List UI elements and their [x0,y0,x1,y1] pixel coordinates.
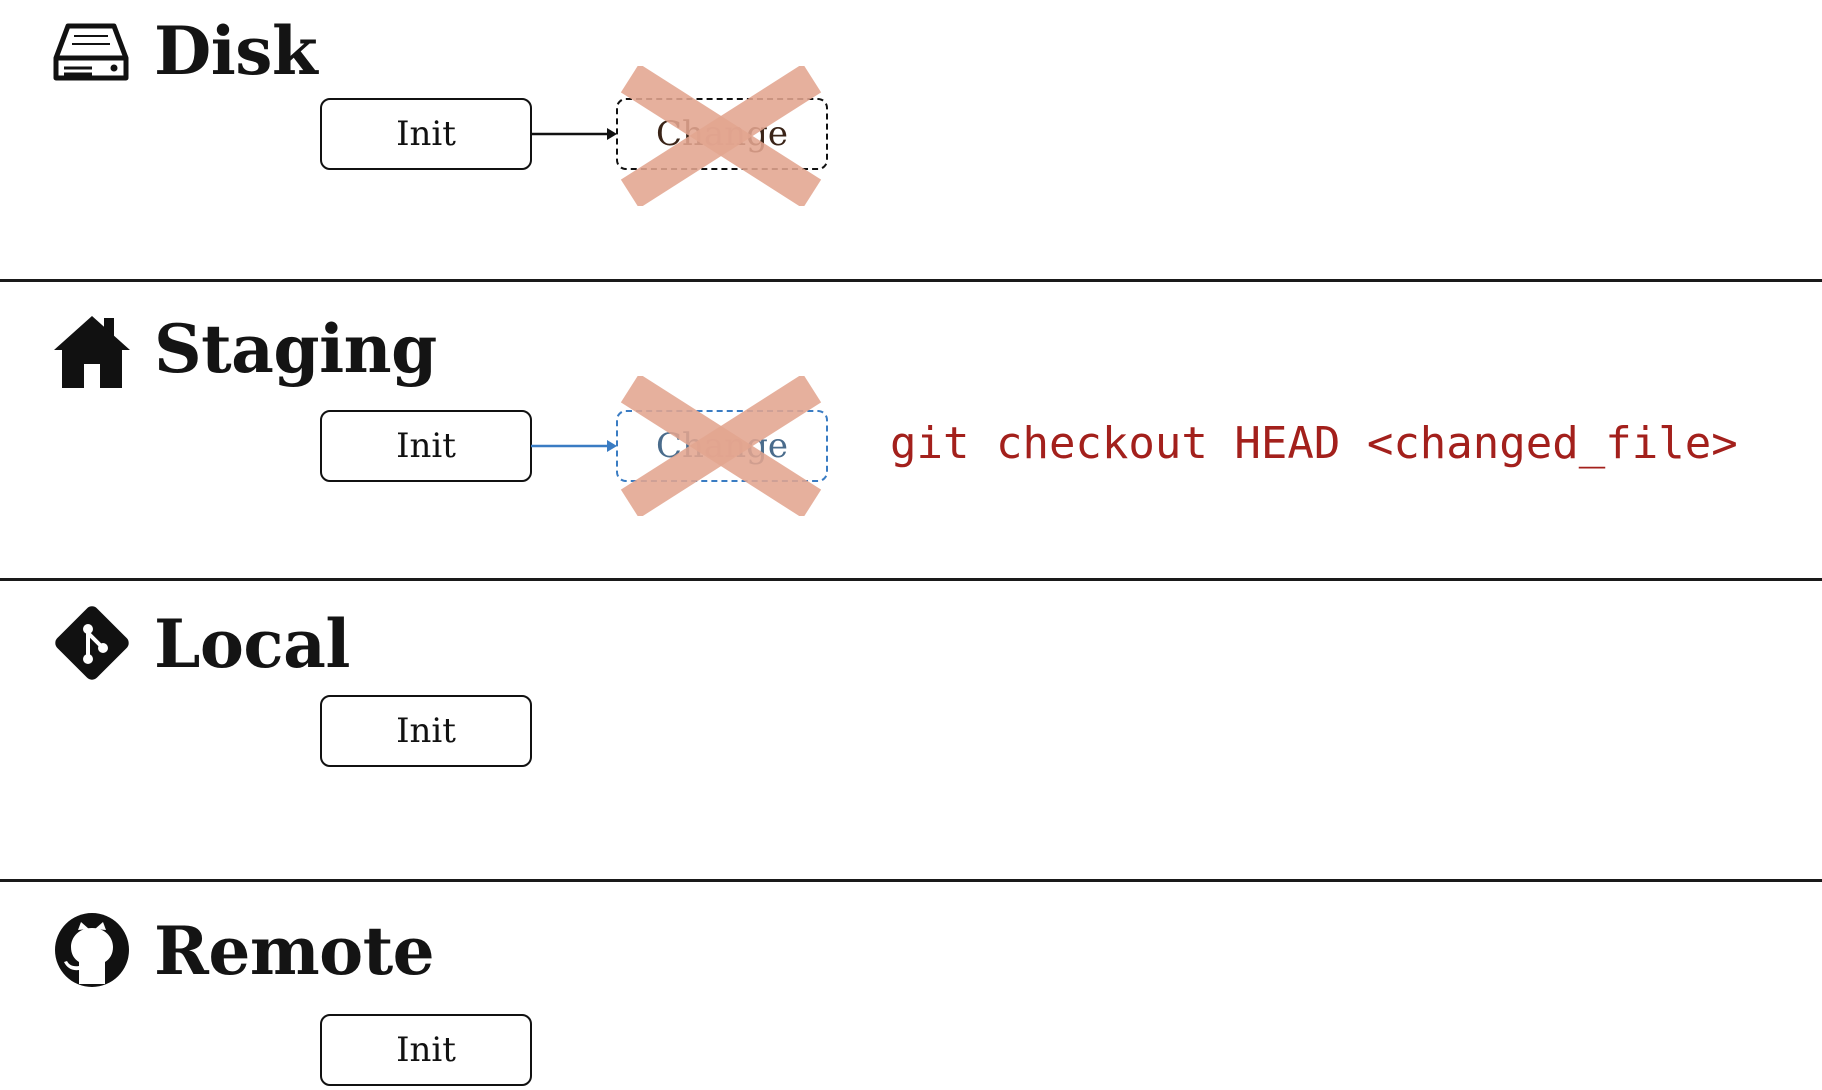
arrow-init-to-change-disk [531,128,617,140]
hard-drive-icon [53,23,129,81]
section-title-disk: Disk [154,12,318,90]
section-title-remote: Remote [154,912,435,990]
staging-section: Staging Init Change git checkout HEAD <c… [0,282,1822,578]
git-icon [55,606,129,680]
divider-local-remote [0,879,1822,882]
change-node-disk: Change [616,98,828,170]
init-node-local: Init [320,695,532,767]
github-icon [55,913,129,987]
arrow-init-to-change-staging [531,440,617,452]
divider-staging-local [0,578,1822,581]
divider-disk-staging [0,279,1822,282]
section-title-staging: Staging [154,310,437,388]
house-icon [54,316,130,388]
remote-section: Remote Init [0,882,1822,1090]
init-node-disk: Init [320,98,532,170]
section-title-local: Local [154,605,350,683]
local-section: Local Init [0,581,1822,879]
init-node-staging: Init [320,410,532,482]
disk-section: Disk Init Change [0,0,1822,280]
change-node-staging: Change [616,410,828,482]
init-node-remote: Init [320,1014,532,1086]
git-checkout-command: git checkout HEAD <changed_file> [890,418,1738,469]
